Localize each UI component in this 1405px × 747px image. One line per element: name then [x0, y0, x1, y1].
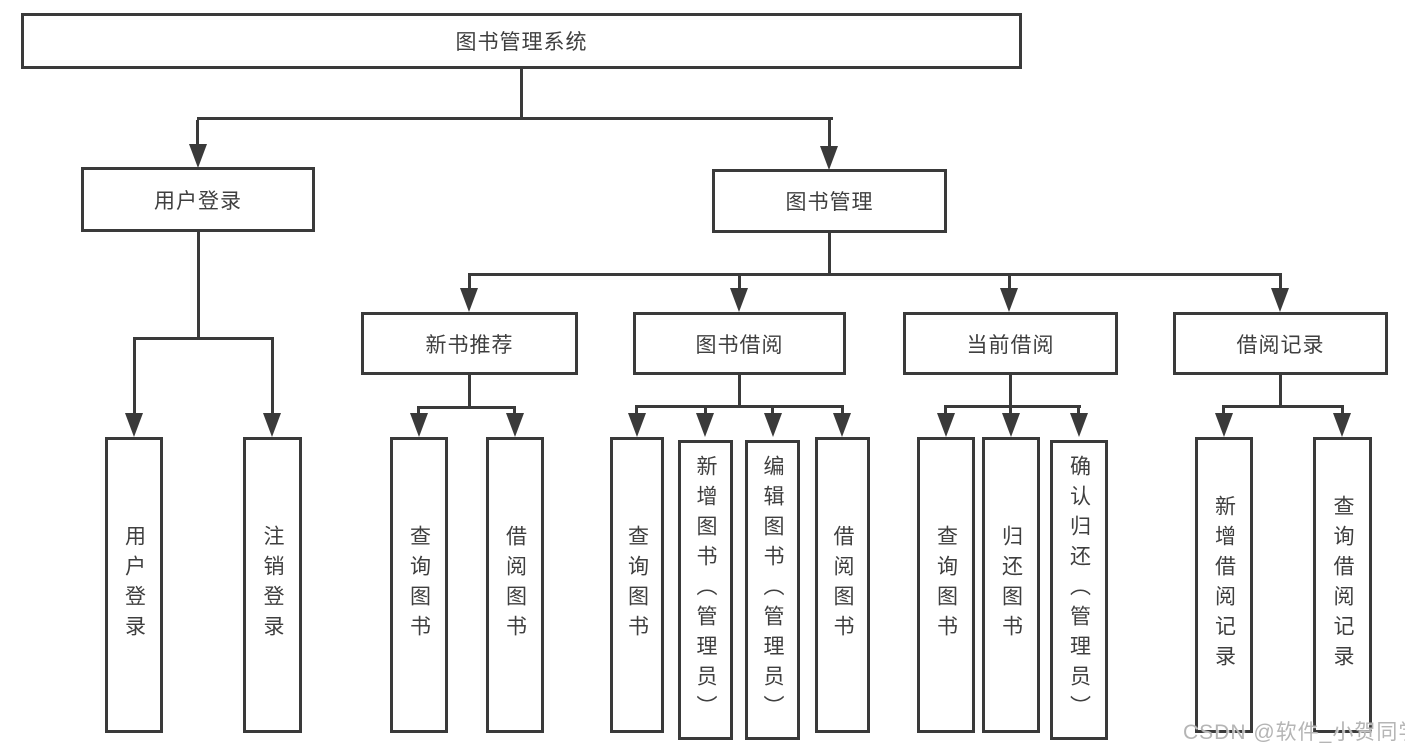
- connector-line: [1009, 375, 1012, 405]
- connector-line: [133, 337, 274, 340]
- arrow-down-icon: [1271, 288, 1289, 312]
- node-borrow-query-books-label: 查询图书: [625, 525, 649, 645]
- node-edit-books-admin: 编辑图书（管理员）: [745, 440, 800, 740]
- connector-line: [635, 405, 844, 408]
- node-add-borrow-record: 新增借阅记录: [1195, 437, 1253, 733]
- connector-line: [704, 408, 707, 415]
- connector-line: [1279, 276, 1282, 290]
- node-current-borrow-label: 当前借阅: [966, 333, 1055, 357]
- node-return-books-label: 归还图书: [999, 525, 1023, 645]
- connector-line: [738, 276, 741, 290]
- node-borrow-records: 借阅记录: [1173, 312, 1388, 375]
- connector-line: [133, 340, 136, 414]
- node-logout-action: 注销登录: [243, 437, 302, 733]
- arrow-down-icon: [696, 413, 714, 437]
- csdn-watermark: CSDN @软件_小贺同学: [1183, 721, 1405, 744]
- connector-line: [944, 408, 947, 415]
- connector-line: [771, 408, 774, 415]
- node-confirm-return-admin-label: 确认归还（管理员）: [1067, 455, 1091, 725]
- connector-line: [1077, 408, 1080, 415]
- node-library-system: 图书管理系统: [21, 13, 1022, 69]
- connector-line: [1279, 375, 1282, 405]
- node-edit-books-admin-label: 编辑图书（管理员）: [761, 455, 784, 725]
- arrow-down-icon: [1002, 413, 1020, 437]
- node-new-book-recommend: 新书推荐: [361, 312, 578, 375]
- node-borrow-books: 借阅图书: [815, 437, 870, 733]
- arrow-down-icon: [506, 413, 524, 437]
- arrow-down-icon: [1215, 413, 1233, 437]
- connector-line: [828, 233, 831, 273]
- node-new-book-recommend-label: 新书推荐: [425, 333, 514, 357]
- connector-line: [635, 408, 638, 415]
- node-logout-action-label: 注销登录: [261, 525, 284, 645]
- arrow-down-icon: [730, 288, 748, 312]
- node-user-login-action-label: 用户登录: [122, 525, 146, 645]
- connector-line: [417, 409, 420, 416]
- node-library-system-label: 图书管理系统: [455, 31, 588, 54]
- connector-line: [944, 405, 1081, 408]
- node-book-borrow: 图书借阅: [633, 312, 846, 375]
- connector-line: [828, 120, 831, 148]
- node-current-query-books: 查询图书: [917, 437, 975, 733]
- node-add-borrow-record-label: 新增借阅记录: [1212, 495, 1236, 675]
- connector-line: [197, 117, 833, 120]
- node-user-login-label: 用户登录: [154, 189, 242, 213]
- connector-line: [196, 120, 199, 146]
- node-borrow-records-label: 借阅记录: [1236, 333, 1325, 357]
- connector-line: [468, 276, 471, 290]
- arrow-down-icon: [820, 146, 838, 170]
- arrow-down-icon: [1333, 413, 1351, 437]
- arrow-down-icon: [833, 413, 851, 437]
- connector-line: [197, 232, 200, 337]
- connector-line: [468, 375, 471, 406]
- node-current-query-books-label: 查询图书: [934, 525, 958, 645]
- connector-line: [1009, 408, 1012, 415]
- node-add-books-admin-label: 新增图书（管理员）: [694, 455, 717, 725]
- arrow-down-icon: [189, 144, 207, 168]
- node-borrow-books-label: 借阅图书: [831, 525, 854, 645]
- node-return-books: 归还图书: [982, 437, 1040, 733]
- arrow-down-icon: [1000, 288, 1018, 312]
- arrow-down-icon: [628, 413, 646, 437]
- connector-line: [1222, 405, 1344, 408]
- node-add-books-admin: 新增图书（管理员）: [678, 440, 733, 740]
- node-query-borrow-record-label: 查询借阅记录: [1331, 495, 1354, 675]
- node-recommend-borrow-books-label: 借阅图书: [503, 525, 527, 645]
- node-book-management: 图书管理: [712, 169, 947, 233]
- node-recommend-query-books: 查询图书: [390, 437, 448, 733]
- arrow-down-icon: [125, 413, 143, 437]
- node-book-borrow-label: 图书借阅: [695, 333, 784, 357]
- connector-line: [271, 340, 274, 414]
- node-user-login: 用户登录: [81, 167, 315, 232]
- connector-line: [417, 406, 516, 409]
- connector-line: [738, 375, 741, 405]
- arrow-down-icon: [460, 288, 478, 312]
- node-recommend-borrow-books: 借阅图书: [486, 437, 544, 733]
- connector-line: [520, 68, 523, 117]
- node-current-borrow: 当前借阅: [903, 312, 1118, 375]
- node-book-management-label: 图书管理: [785, 191, 874, 214]
- connector-line: [513, 409, 516, 416]
- connector-line: [468, 273, 1282, 276]
- node-confirm-return-admin: 确认归还（管理员）: [1050, 440, 1108, 740]
- arrow-down-icon: [263, 413, 281, 437]
- connector-line: [1341, 408, 1344, 415]
- node-query-borrow-record: 查询借阅记录: [1313, 437, 1372, 733]
- node-recommend-query-books-label: 查询图书: [407, 525, 431, 645]
- connector-line: [841, 408, 844, 415]
- node-user-login-action: 用户登录: [105, 437, 163, 733]
- connector-line: [1008, 276, 1011, 290]
- connector-line: [1222, 408, 1225, 415]
- arrow-down-icon: [1070, 413, 1088, 437]
- arrow-down-icon: [937, 413, 955, 437]
- arrow-down-icon: [410, 413, 428, 437]
- node-borrow-query-books: 查询图书: [610, 437, 664, 733]
- arrow-down-icon: [764, 413, 782, 437]
